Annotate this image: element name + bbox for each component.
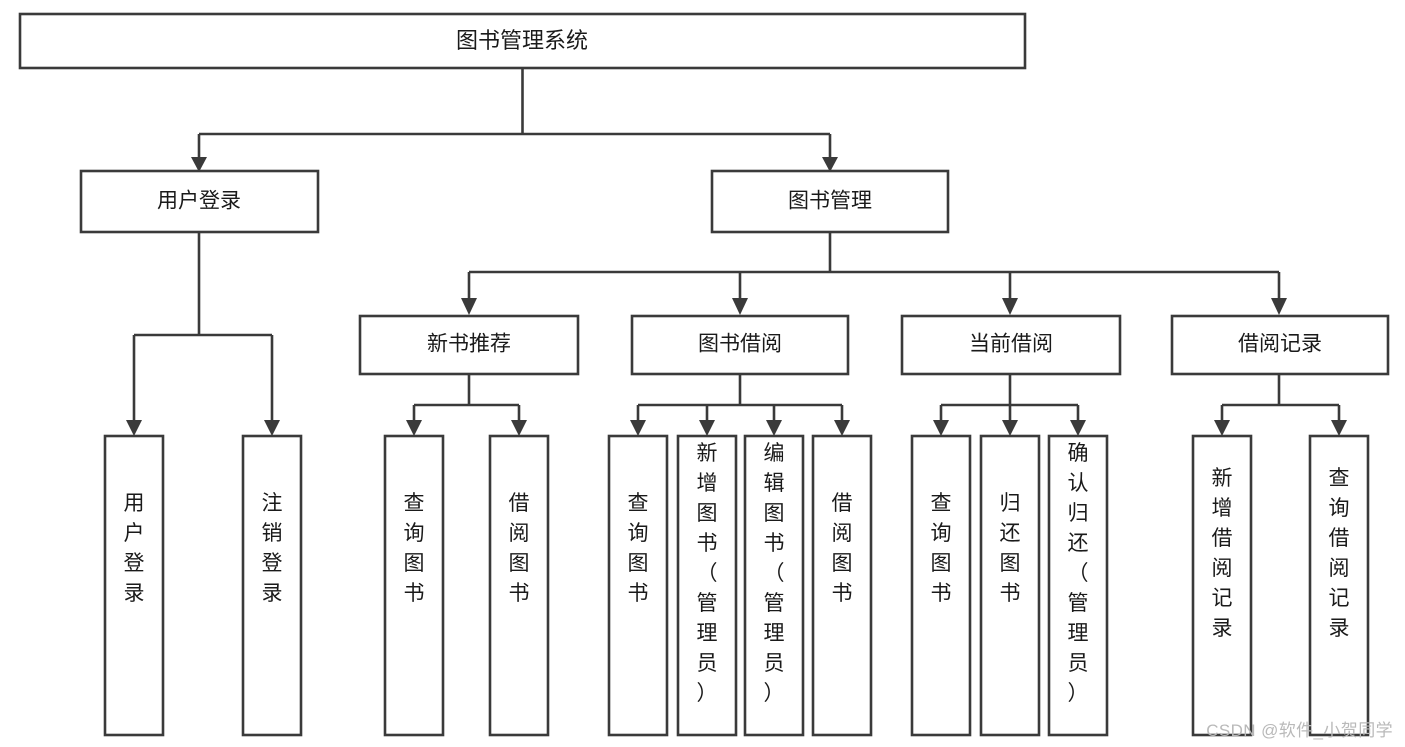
node-leaf-6-box[interactable]	[676, 434, 738, 737]
node-new-book-rec-label: 新书推荐	[427, 333, 511, 356]
node-leaf-8-box[interactable]	[811, 434, 873, 737]
node-leaf-13-box[interactable]	[1308, 434, 1370, 737]
node-borrow-record-box[interactable]	[1170, 314, 1390, 376]
arrow-leaf-5	[630, 420, 646, 436]
node-current-borrow-label: 当前借阅	[969, 333, 1053, 356]
node-leaf-1-box[interactable]	[103, 434, 165, 737]
node-leaf-4-box[interactable]	[488, 434, 550, 737]
node-leaf-4-label: 借阅图书	[509, 492, 530, 605]
node-new-book-rec[interactable]: 新书推荐	[358, 314, 580, 376]
node-leaf-10[interactable]: 归还图书	[979, 434, 1041, 737]
arrow-leaf-13	[1331, 420, 1347, 436]
arrow-leaf-4	[511, 420, 527, 436]
node-leaf-6-label: 新增图书（管理员）	[697, 442, 718, 705]
node-leaf-7-box[interactable]	[743, 434, 805, 737]
node-book-manage-box[interactable]	[710, 169, 950, 234]
node-leaf-10-box[interactable]	[979, 434, 1041, 737]
node-root-label: 图书管理系统	[456, 28, 588, 53]
node-root[interactable]: 图书管理系统	[18, 12, 1027, 70]
node-leaf-2-label: 注销登录	[262, 492, 283, 605]
node-leaf-11-label: 确认归还（管理员）	[1068, 442, 1089, 705]
arrow-leaf-11	[1070, 420, 1086, 436]
node-leaf-9-label: 查询图书	[931, 492, 952, 605]
node-user-login-label: 用户登录	[157, 190, 241, 213]
node-leaf-5-box[interactable]	[607, 434, 669, 737]
node-book-manage[interactable]: 图书管理	[710, 169, 950, 234]
node-current-borrow-box[interactable]	[900, 314, 1122, 376]
node-leaf-5[interactable]: 查询图书	[607, 434, 669, 737]
node-leaf-13-label: 查询借阅记录	[1329, 467, 1350, 640]
node-leaf-4[interactable]: 借阅图书	[488, 434, 550, 737]
arrow-to-new-book-rec	[461, 298, 477, 315]
connector-group	[126, 68, 1347, 436]
node-leaf-9-box[interactable]	[910, 434, 972, 737]
arrow-to-current-borrow	[1002, 298, 1018, 315]
node-leaf-2-box[interactable]	[241, 434, 303, 737]
node-leaf-11[interactable]: 确认归还（管理员）	[1047, 434, 1109, 737]
arrow-leaf-9	[933, 420, 949, 436]
arrow-to-book-manage	[822, 157, 838, 172]
arrow-to-user-login	[191, 157, 207, 172]
node-borrow-record-label: 借阅记录	[1238, 333, 1322, 356]
node-leaf-5-label: 查询图书	[628, 492, 649, 605]
node-leaf-11-box[interactable]	[1047, 434, 1109, 737]
node-current-borrow[interactable]: 当前借阅	[900, 314, 1122, 376]
node-leaf-12-label: 新增借阅记录	[1212, 467, 1233, 640]
node-leaf-3-box[interactable]	[383, 434, 445, 737]
arrow-to-book-borrow	[732, 298, 748, 315]
node-book-manage-label: 图书管理	[788, 190, 872, 213]
node-leaf-2[interactable]: 注销登录	[241, 434, 303, 737]
arrow-leaf-7	[766, 420, 782, 436]
node-leaf-3-label: 查询图书	[404, 492, 425, 605]
arrow-leaf-1	[126, 420, 142, 436]
node-book-borrow-box[interactable]	[630, 314, 850, 376]
node-leaf-13[interactable]: 查询借阅记录	[1308, 434, 1370, 737]
node-new-book-rec-box[interactable]	[358, 314, 580, 376]
node-book-borrow[interactable]: 图书借阅	[630, 314, 850, 376]
node-leaf-8-label: 借阅图书	[832, 492, 853, 605]
arrow-leaf-6	[699, 420, 715, 436]
node-leaf-12-box[interactable]	[1191, 434, 1253, 737]
node-leaf-3[interactable]: 查询图书	[383, 434, 445, 737]
node-leaf-1-label: 用户登录	[124, 492, 145, 605]
arrow-leaf-12	[1214, 420, 1230, 436]
arrow-leaf-3	[406, 420, 422, 436]
arrow-leaf-8	[834, 420, 850, 436]
node-root-box[interactable]	[18, 12, 1027, 70]
node-leaf-8[interactable]: 借阅图书	[811, 434, 873, 737]
node-leaf-12[interactable]: 新增借阅记录	[1191, 434, 1253, 737]
node-leaf-7[interactable]: 编辑图书（管理员）	[743, 434, 805, 737]
arrow-to-borrow-record	[1271, 298, 1287, 315]
node-user-login-box[interactable]	[79, 169, 320, 234]
node-leaf-6[interactable]: 新增图书（管理员）	[676, 434, 738, 737]
node-leaf-7-label: 编辑图书（管理员）	[764, 442, 785, 705]
node-book-borrow-label: 图书借阅	[698, 333, 782, 356]
arrow-leaf-10	[1002, 420, 1018, 436]
node-leaf-1[interactable]: 用户登录	[103, 434, 165, 737]
node-leaf-9[interactable]: 查询图书	[910, 434, 972, 737]
node-user-login[interactable]: 用户登录	[79, 169, 320, 234]
node-leaf-10-label: 归还图书	[1000, 492, 1021, 605]
node-borrow-record[interactable]: 借阅记录	[1170, 314, 1390, 376]
arrow-leaf-2	[264, 420, 280, 436]
